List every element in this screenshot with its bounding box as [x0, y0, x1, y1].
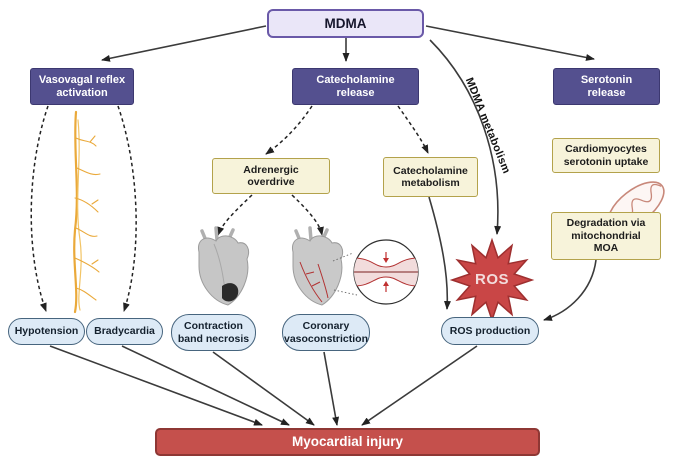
node-serotonin-release: Serotonin release [553, 68, 660, 105]
node-ros-production: ROS production [441, 317, 539, 345]
node-coronary-vasoconstriction: Coronary vasoconstriction [282, 314, 370, 351]
node-cardiomyocytes-serotonin-uptake: Cardiomyocytes serotonin uptake [552, 138, 660, 173]
node-vasovagal-reflex-activation: Vasovagal reflex activation [30, 68, 134, 105]
node-mdma: MDMA [267, 9, 424, 38]
node-degradation-mitochondrial-moa: Degradation via mitochondrial MOA [551, 212, 661, 260]
converging-arrows [49, 345, 478, 426]
vessel-lens-illustration [353, 239, 419, 305]
heart-necrosis-illustration [197, 226, 250, 306]
node-bradycardia: Bradycardia [86, 318, 163, 345]
dashed-arrows [30, 105, 429, 312]
lens-callout-lines [332, 252, 358, 296]
nerve-illustration [73, 110, 101, 314]
node-adrenergic-overdrive: Adrenergic overdrive [212, 158, 330, 194]
node-contraction-band-necrosis: Contraction band necrosis [171, 314, 256, 351]
node-catecholamine-metabolism: Catecholamine metabolism [383, 157, 478, 197]
node-myocardial-injury: Myocardial injury [155, 428, 540, 456]
mdma-arrows [101, 25, 595, 235]
heart-coronary-illustration [291, 226, 344, 306]
ros-arrows [428, 196, 597, 321]
node-hypotension: Hypotension [8, 318, 85, 345]
ros-star-label: ROS [474, 271, 509, 288]
node-catecholamine-release: Catecholamine release [292, 68, 419, 105]
